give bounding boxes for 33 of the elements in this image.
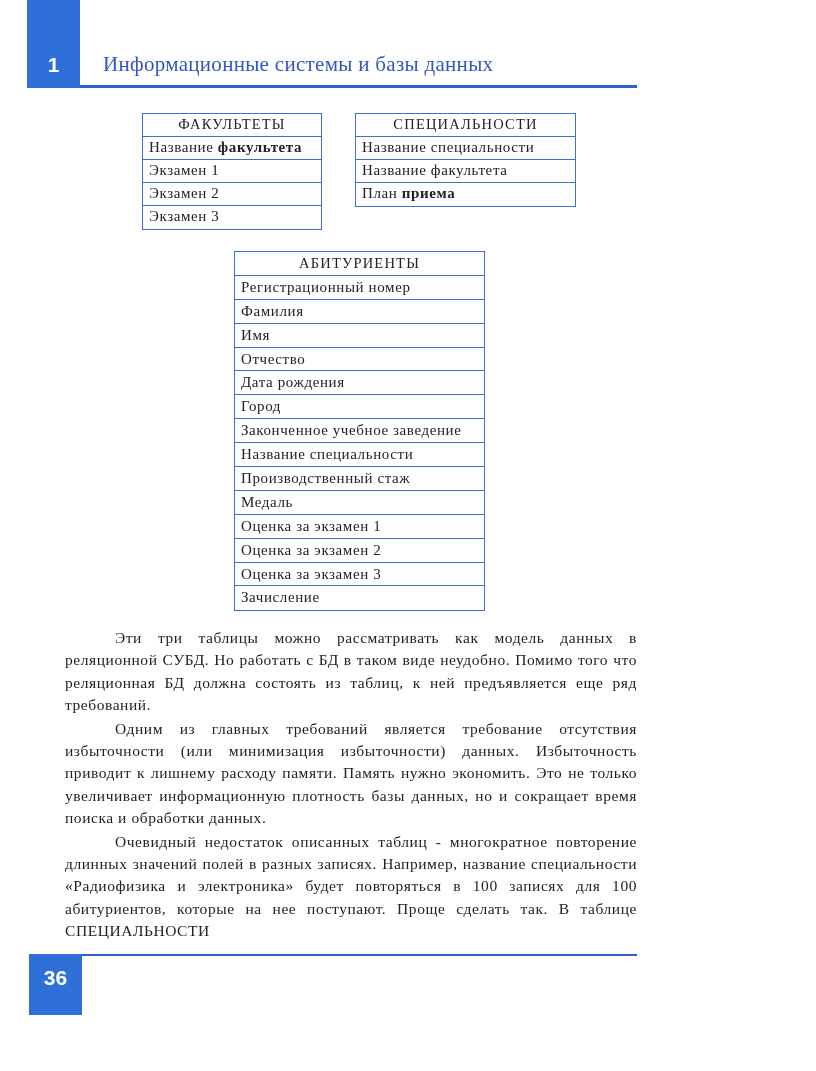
table-cell: Название специальности (235, 443, 484, 467)
table-cell: Оценка за экзамен 1 (235, 514, 484, 539)
table-header-cell: АБИТУРИЕНТЫ (235, 252, 484, 276)
table-header-cell: СПЕЦИАЛЬНОСТИ (356, 114, 575, 137)
page-number-tab: 36 (29, 954, 82, 1015)
body-paragraph: Эти три таблицы можно рассматривать как модель данных в реляционной СУБД. Но работать с БД в таком виде неудобно. Помимо того что реляционная БД должна состоять из таблиц, к ней предъявляется еще ряд требований. (65, 628, 637, 716)
table-cell: Фамилия (235, 299, 484, 324)
table-cell: Законченное учебное заведение (235, 419, 484, 444)
table-cell: Медаль (235, 490, 484, 515)
table-cell: Отчество (235, 347, 484, 372)
table-cell: Производственный стаж (235, 467, 484, 491)
table-cell: Регистрационный номер (235, 275, 484, 300)
table-cell: Оценка за экзамен 3 (235, 562, 484, 587)
table (142, 113, 322, 230)
table (234, 251, 485, 612)
table-cell: Город (235, 395, 484, 420)
body-paragraph: Одним из главных требований является требование отсутствия избыточности (или минимизация избыточности) данных. Избыточность приводит к лишнему расходу памяти. Память нужно экономить. Это не только увеличивает информационную плотность базы данных, но и сокращает время поиска и обработки данных. (65, 718, 637, 829)
table-cell: Экзамен 3 (143, 206, 321, 229)
table-cell: Название специальности (356, 137, 575, 160)
table-cell: Имя (235, 323, 484, 348)
body-paragraph: Очевидный недостаток описанных таблиц - многократное повторение длинных значений полей в разных записях. Например, название специальности «Радиофизика и электроника» будет повторяться в 100 записях для 100 абитуриентов, которые на нее поступают. Проще сделать так. В таблице СПЕЦИАЛЬНОСТИ (65, 831, 637, 942)
running-header: Информационные системы и базы данных (103, 52, 494, 77)
table-header-cell: ФАКУЛЬТЕТЫ (143, 114, 321, 137)
table-cell: Оценка за экзамен 2 (235, 538, 484, 563)
table-cell: План приема (356, 183, 575, 206)
table-cell: Зачисление (235, 586, 484, 611)
table-cell: Экзамен 2 (143, 183, 321, 206)
table-cell: Экзамен 1 (143, 160, 321, 183)
table-cell: Дата рождения (235, 371, 484, 396)
table-cell: Название факультета (143, 137, 321, 160)
table (355, 113, 576, 207)
table-cell: Название факультета (356, 160, 575, 183)
chapter-number-tab: 1 (27, 0, 80, 88)
